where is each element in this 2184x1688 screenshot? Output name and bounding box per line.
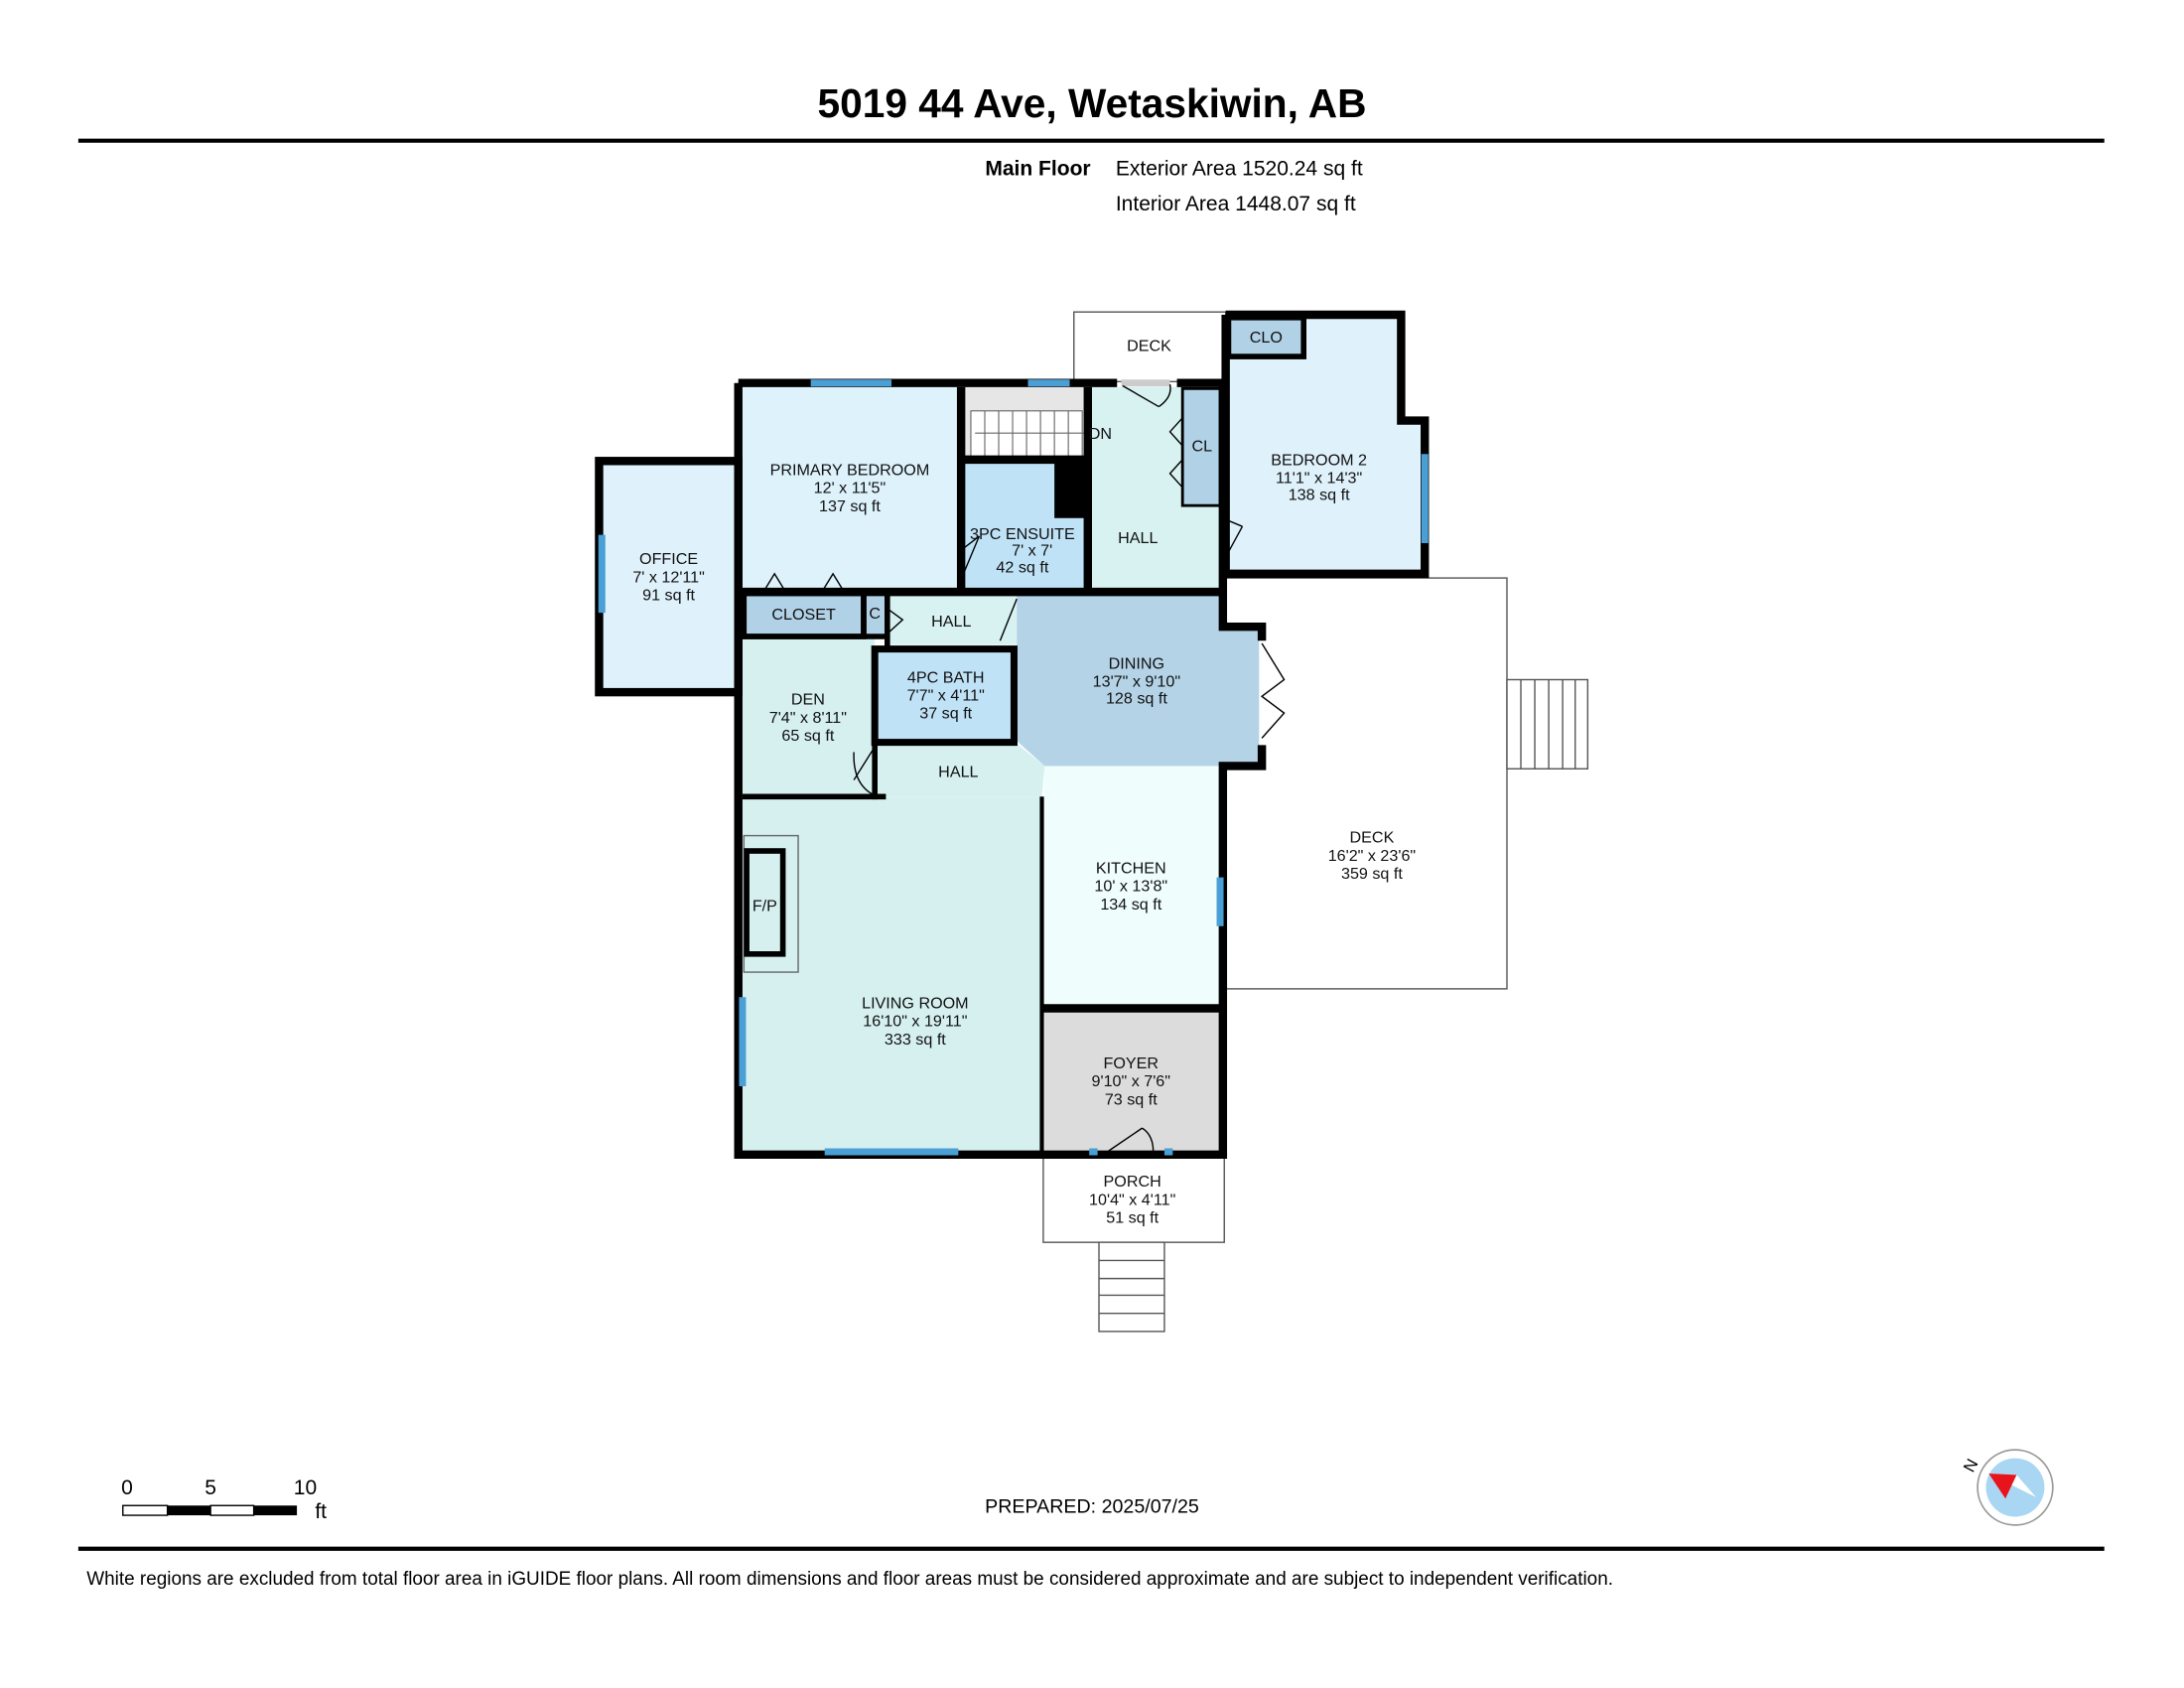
svg-text:10: 10 [294, 1477, 317, 1499]
room-4pc-bath [877, 651, 1014, 740]
svg-text:128 sq ft: 128 sq ft [1106, 689, 1167, 707]
svg-text:13'7" x 9'10": 13'7" x 9'10" [1093, 673, 1181, 691]
room-primary-bedroom [742, 386, 959, 593]
svg-text:16'2" x 23'6": 16'2" x 23'6" [1328, 847, 1417, 865]
label-clo: CLO [1250, 329, 1283, 347]
label-deck-top: DECK [1127, 337, 1171, 354]
prepared-date: PREPARED: 2025/07/25 [985, 1495, 1199, 1517]
svg-text:DEN: DEN [791, 691, 825, 709]
svg-text:PORCH: PORCH [1104, 1173, 1161, 1191]
page-title: 5019 44 Ave, Wetaskiwin, AB [818, 80, 1367, 126]
room-cl [1180, 386, 1222, 507]
room-hall-lower [875, 744, 1045, 797]
svg-text:4PC BATH: 4PC BATH [907, 668, 985, 686]
svg-text:73 sq ft: 73 sq ft [1105, 1090, 1158, 1108]
label-hall-mid: HALL [931, 613, 971, 631]
label-bedroom2: BEDROOM 211'1" x 14'3"138 sq ft [1271, 451, 1367, 503]
compass-icon: N [1960, 1449, 2054, 1526]
svg-text:OFFICE: OFFICE [639, 550, 698, 568]
ensuite-fixture [1054, 462, 1087, 518]
fireplace [744, 848, 786, 957]
room-living [742, 796, 1042, 1152]
room-foyer [1044, 1012, 1221, 1151]
svg-text:7' x 7': 7' x 7' [1012, 542, 1052, 560]
disclaimer: White regions are excluded from total fl… [86, 1569, 1613, 1590]
svg-text:51 sq ft: 51 sq ft [1106, 1209, 1159, 1227]
svg-text:LIVING ROOM: LIVING ROOM [862, 995, 969, 1013]
label-stairs-dn: DN [1089, 425, 1112, 443]
room-c [865, 594, 887, 634]
svg-text:FOYER: FOYER [1103, 1055, 1159, 1072]
doors [762, 379, 1286, 1153]
label-hall-upper: HALL [1118, 529, 1158, 547]
room-kitchen [1044, 766, 1221, 1006]
svg-text:KITCHEN: KITCHEN [1096, 859, 1166, 877]
svg-text:DINING: DINING [1109, 654, 1164, 672]
svg-text:3PC ENSUITE: 3PC ENSUITE [970, 525, 1075, 543]
svg-text:BEDROOM 2: BEDROOM 2 [1271, 451, 1367, 469]
label-c: C [869, 605, 881, 623]
svg-text:91 sq ft: 91 sq ft [642, 587, 695, 605]
room-clo [1229, 319, 1304, 357]
svg-text:359 sq ft: 359 sq ft [1341, 865, 1403, 883]
room-bedroom2 [1228, 317, 1424, 572]
label-hall-lower: HALL [938, 764, 978, 781]
scale-bar: 0 5 10 ft [121, 1477, 327, 1523]
windows [598, 379, 1429, 1156]
exterior-area: Exterior Area 1520.24 sq ft [1116, 158, 1363, 181]
svg-text:PRIMARY BEDROOM: PRIMARY BEDROOM [770, 461, 930, 479]
room-office [602, 462, 736, 691]
room-den [742, 637, 876, 797]
room-closet [747, 594, 862, 634]
svg-text:ft: ft [315, 1500, 327, 1523]
svg-text:DECK: DECK [1350, 829, 1395, 847]
svg-text:16'10" x 19'11": 16'10" x 19'11" [863, 1013, 967, 1031]
svg-text:37 sq ft: 37 sq ft [919, 705, 972, 723]
stair-treads [970, 410, 1084, 458]
label-fireplace: F/P [752, 897, 777, 914]
svg-text:42 sq ft: 42 sq ft [996, 558, 1048, 576]
label-cl: CL [1191, 437, 1212, 455]
svg-text:7'4" x 8'11": 7'4" x 8'11" [769, 709, 848, 727]
room-dining [1017, 594, 1260, 767]
interior-area: Interior Area 1448.07 sq ft [1116, 193, 1356, 215]
svg-text:11'1" x 14'3": 11'1" x 14'3" [1276, 470, 1363, 488]
floor-label: Main Floor [985, 158, 1090, 181]
svg-text:5: 5 [205, 1477, 216, 1499]
label-closet: CLOSET [771, 606, 836, 624]
svg-text:7' x 12'11": 7' x 12'11" [632, 568, 705, 586]
svg-text:134 sq ft: 134 sq ft [1100, 896, 1161, 914]
deck-stairs [1506, 678, 1589, 770]
svg-text:10'4" x 4'11": 10'4" x 4'11" [1089, 1191, 1176, 1208]
svg-text:65 sq ft: 65 sq ft [781, 727, 834, 745]
deck-right [1223, 577, 1508, 990]
svg-text:7'7" x 4'11": 7'7" x 4'11" [907, 687, 986, 705]
svg-text:9'10" x 7'6": 9'10" x 7'6" [1092, 1072, 1171, 1090]
svg-text:138 sq ft: 138 sq ft [1289, 487, 1350, 504]
svg-text:0: 0 [121, 1477, 133, 1499]
svg-text:137 sq ft: 137 sq ft [819, 497, 881, 515]
svg-text:10' x 13'8": 10' x 13'8" [1094, 878, 1167, 896]
svg-text:N: N [1960, 1456, 1981, 1476]
porch [1042, 1155, 1225, 1243]
porch-stairs [1098, 1241, 1165, 1333]
svg-text:333 sq ft: 333 sq ft [885, 1031, 946, 1049]
room-hall-mid [888, 594, 1018, 645]
svg-text:12' x 11'5": 12' x 11'5" [814, 480, 887, 497]
